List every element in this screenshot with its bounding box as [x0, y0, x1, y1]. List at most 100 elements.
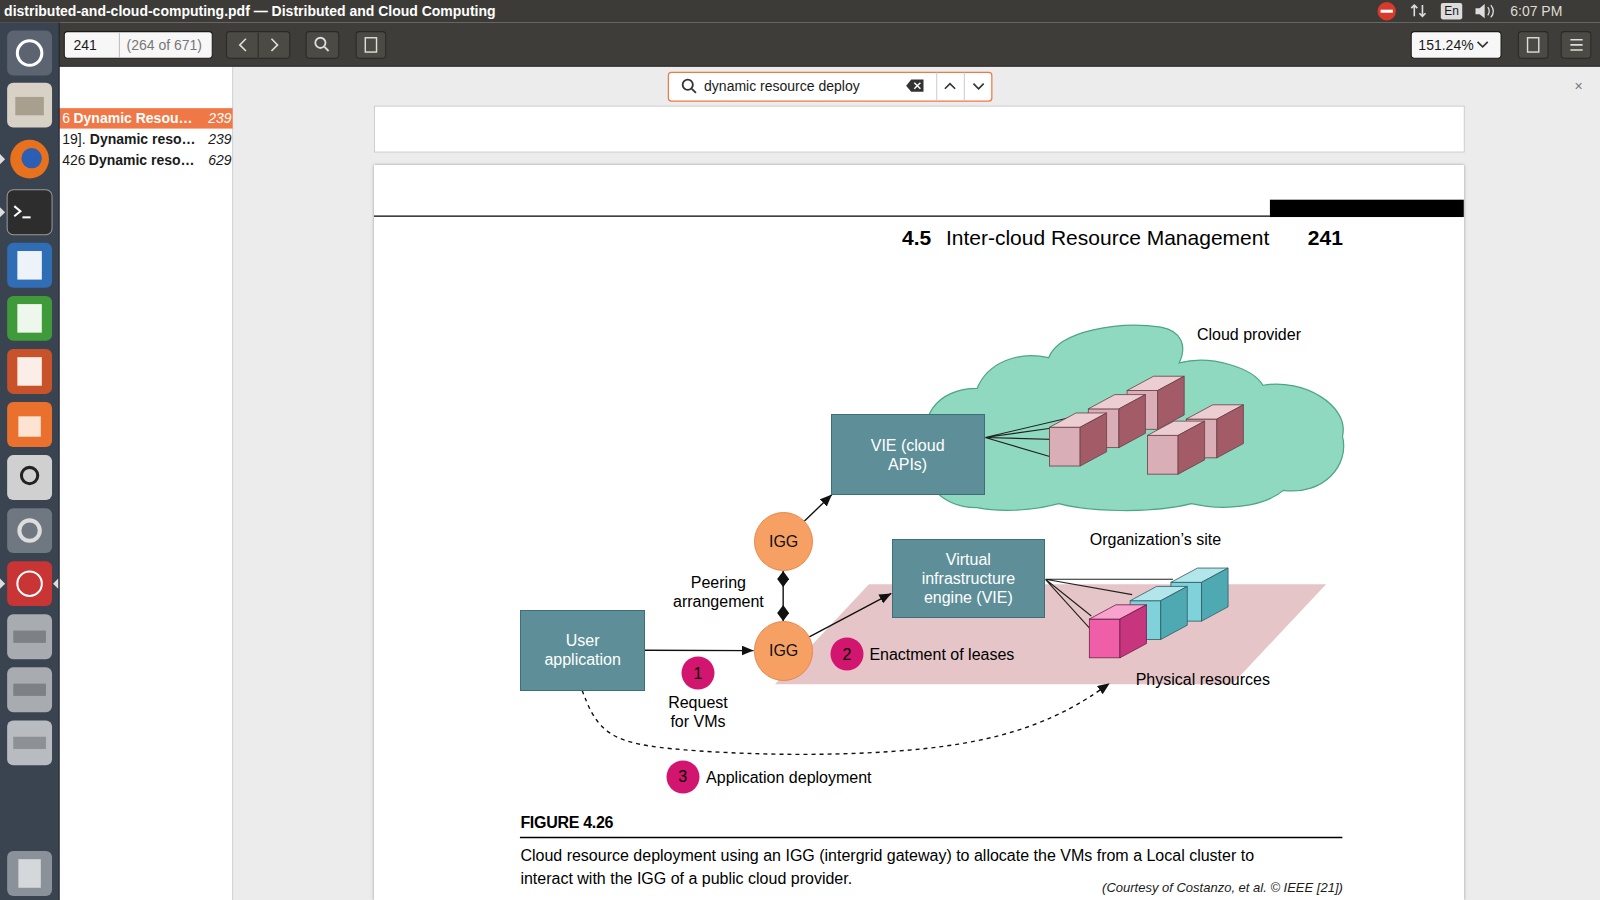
- edge-label: Peering arrangement: [660, 573, 777, 611]
- software-bag: [18, 416, 40, 436]
- dash-logo: [17, 41, 41, 65]
- engine-box: VIE (cloud APIs): [831, 414, 985, 495]
- find-handle: [692, 89, 696, 93]
- files-icon: [7, 83, 52, 128]
- writer-sheet: [17, 251, 41, 280]
- find-glass: [683, 80, 693, 90]
- step-label: Enactment of leases: [869, 645, 1014, 664]
- search-glass: [315, 38, 325, 48]
- menu-glyph: [1570, 40, 1582, 50]
- close-button: ×: [1574, 77, 1582, 94]
- gateway-circle: IGG: [754, 621, 813, 680]
- next-arrow: [271, 39, 277, 51]
- running-indicator: [0, 579, 5, 589]
- page-number: 241: [1308, 225, 1343, 250]
- node-label: VIE (cloud APIs): [857, 436, 959, 474]
- caption-rule: [520, 837, 1342, 839]
- connector: [783, 571, 784, 621]
- firefox-icon: [10, 140, 49, 179]
- terminal-prompt: [14, 206, 20, 216]
- drive-icon: [7, 720, 52, 765]
- find-divider: [964, 72, 965, 101]
- volume-icon: [1476, 4, 1485, 18]
- page-field: [64, 32, 212, 59]
- page-glyph: [1528, 38, 1539, 52]
- previous-arrow: [240, 39, 246, 51]
- drive-icon: [7, 667, 52, 712]
- callout-number: 1: [681, 657, 714, 690]
- result-text: Dynamic reso…: [89, 152, 195, 169]
- node-label: Virtual infrastructure engine (VIE): [907, 550, 1029, 607]
- node-layer: Cloud providerVIE (cloud APIs) IGG Organiz…: [374, 165, 1464, 900]
- find-previous: [945, 84, 955, 89]
- sidebar-button: [356, 32, 386, 59]
- running-indicator: [0, 207, 5, 217]
- deployment-path: [583, 684, 1111, 755]
- top-panel: [0, 0, 1600, 22]
- header-bar: [1270, 200, 1464, 217]
- dash-icon: [7, 31, 52, 76]
- toolbar: [0, 22, 1600, 66]
- settings-icon: [7, 508, 52, 553]
- drive-body: [13, 684, 46, 696]
- search-query: dynamic resource deploy: [704, 78, 860, 95]
- running-indicator: [0, 154, 5, 164]
- impress-icon: [7, 349, 52, 394]
- search-button: [306, 32, 339, 59]
- software-icon: [7, 402, 52, 447]
- focus-indicator: [53, 579, 58, 589]
- region-label: Cloud provider: [1197, 325, 1301, 344]
- connector-layer: [374, 165, 1464, 900]
- drive-body: [13, 631, 46, 643]
- connector: [645, 650, 754, 652]
- search-handle: [324, 47, 328, 51]
- gateway-circle: IGG: [754, 512, 813, 571]
- find-next: [973, 84, 983, 89]
- session-indicator: [1378, 2, 1396, 20]
- nav-buttons: [227, 32, 290, 59]
- page-number-field: 241: [73, 36, 96, 53]
- region-label: Physical resources: [1136, 670, 1270, 689]
- launcher-icons: [0, 31, 58, 896]
- trash-icon: [7, 851, 52, 896]
- network-icon: [1411, 5, 1425, 16]
- engine-box: User application: [520, 610, 644, 691]
- step-label: Application deployment: [706, 767, 871, 786]
- search-field: [668, 72, 991, 101]
- header-rule: [374, 216, 1270, 217]
- drive-body: [13, 737, 46, 749]
- launcher: [0, 22, 59, 900]
- zoom-level: 151.24%: [1418, 36, 1473, 53]
- previous-page: [374, 106, 1464, 152]
- toolbar-border: [0, 66, 1600, 67]
- callout-number: 2: [830, 638, 863, 671]
- result-text: Dynamic reso…: [90, 130, 196, 147]
- clear-cross: [914, 83, 920, 89]
- result-index: 6: [62, 110, 70, 127]
- section-number: 4.5: [902, 225, 931, 250]
- launcher-border: [59, 22, 60, 900]
- settings-gear: [19, 520, 39, 540]
- figure-title: FIGURE 4.26: [520, 814, 613, 833]
- document-viewer-icon: [7, 561, 52, 606]
- result-text: Dynamic Resou…: [73, 110, 192, 127]
- result-page: 629: [208, 152, 231, 169]
- result-page: 239: [208, 110, 231, 127]
- region-label: Organization’s site: [1090, 530, 1221, 549]
- toolbar-controls: [64, 32, 1591, 59]
- sidebar-glyph: [365, 38, 376, 52]
- find-divider: [936, 72, 937, 101]
- trash-can: [18, 859, 40, 888]
- result-index: 426: [62, 152, 85, 169]
- files-drawer: [15, 97, 44, 115]
- selected-result-row: [59, 108, 232, 128]
- sidebar-panel: [59, 66, 232, 900]
- calc-sheet: [17, 304, 41, 333]
- site-plane: [775, 584, 1326, 684]
- callout-number: 3: [666, 760, 699, 793]
- step-label: Request for VMs: [657, 693, 739, 731]
- connector: [805, 495, 832, 521]
